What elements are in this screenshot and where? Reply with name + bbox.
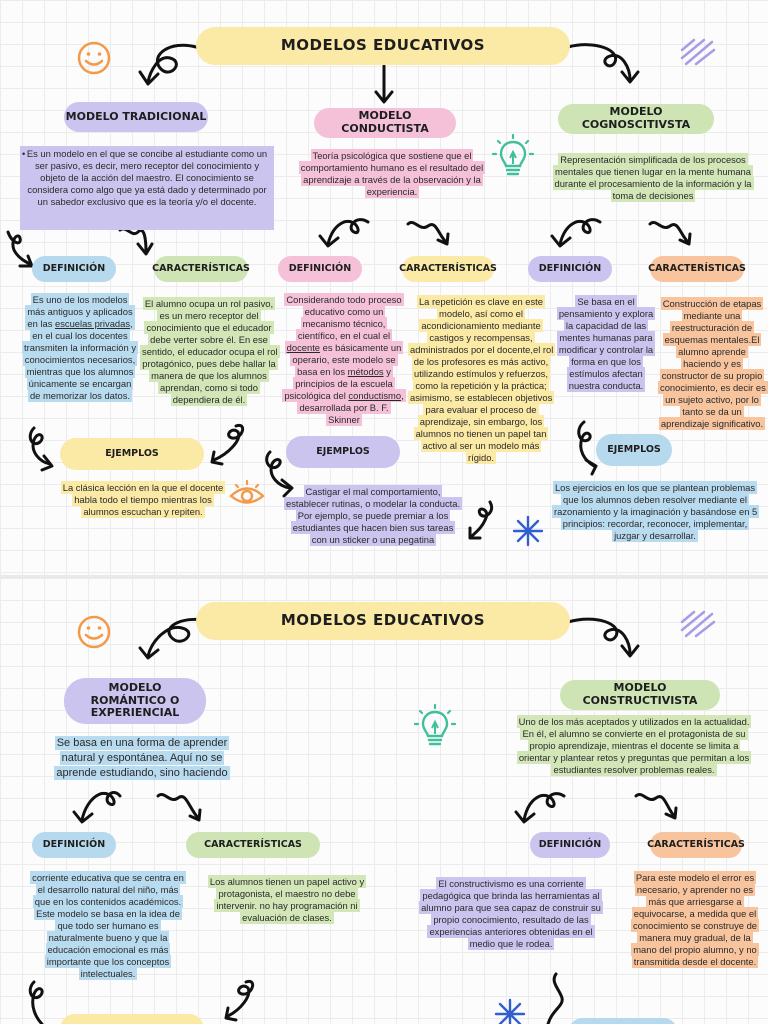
- cognoscitivista-ejemplos: Los ejercicios en los que se plantean pr…: [552, 481, 760, 543]
- conductista-ejemplos: Castigar el mal comportamiento, establec…: [284, 485, 463, 547]
- text-part: Considerando todo proceso educativo como…: [286, 294, 402, 342]
- conductista-summary: Teoría psicológica que sostiene que el c…: [286, 149, 498, 199]
- asterisk-icon: [494, 998, 526, 1024]
- scribble-icon: [680, 610, 716, 638]
- heading-modelo-cognoscitivista: MODELO COGNOSCITIVSTA: [558, 104, 714, 134]
- smiley-icon: [77, 615, 111, 649]
- lightbulb-icon: [413, 703, 457, 746]
- romantico-definicion: corriente educativa que se centra en el …: [28, 871, 188, 981]
- mindmap-page-1: MODELOS EDUCATIVOS MODELO TRADICIONAL MO…: [0, 0, 768, 575]
- cognoscitivista-caracteristicas: Construcción de etapas mediante una rees…: [658, 297, 768, 431]
- cognoscitivista-summary: Representación simplificada de los proce…: [548, 153, 758, 203]
- romantico-summary-text: Se basa en una forma de aprender natural…: [54, 736, 230, 780]
- label-ejemplos-conductista: EJEMPLOS: [286, 436, 400, 468]
- heading-modelo-conductista: MODELO CONDUCTISTA: [314, 108, 456, 138]
- heading-modelo-tradicional: MODELO TRADICIONAL: [64, 102, 208, 132]
- heading-modelo-romantico: MODELO ROMÁNTICO O EXPERIENCIAL: [64, 678, 206, 724]
- conductista-summary-text: Teoría psicológica que sostiene que el c…: [298, 149, 486, 199]
- link-docente[interactable]: docente: [286, 342, 321, 354]
- partial-label-pill: [60, 1014, 204, 1024]
- constructivista-caracteristicas-text: Para este modelo el error es necesario, …: [630, 871, 760, 969]
- constructivista-definicion: El constructivismo es una corriente peda…: [418, 877, 604, 951]
- label-definicion-constructivista: DEFINICIÓN: [530, 832, 610, 858]
- romantico-caracteristicas: Los alumnos tienen un papel activo y pro…: [204, 875, 370, 925]
- text-part: , en el cual los docentes transmiten la …: [24, 318, 137, 402]
- text-part: y principios de la escuela psicológica d…: [284, 366, 393, 402]
- cognoscitivista-summary-text: Representación simplificada de los proce…: [552, 153, 754, 203]
- link-metodos[interactable]: métodos: [347, 366, 384, 378]
- cognoscitivista-definicion: Se basa en el pensamiento y explora la c…: [556, 295, 656, 393]
- cognoscitivista-caracteristicas-text: Construcción de etapas mediante una rees…: [658, 297, 768, 431]
- lightbulb-icon: [491, 133, 535, 176]
- label-caracteristicas-tradicional: CARACTERÍSTICAS: [152, 256, 250, 282]
- label-caracteristicas-constructivista: CARACTERÍSTICAS: [647, 832, 745, 858]
- smiley-icon: [77, 41, 111, 75]
- asterisk-icon: [512, 515, 544, 547]
- link-conductismo[interactable]: conductismo: [348, 390, 402, 402]
- label-caracteristicas-cognoscitivista: CARACTERÍSTICAS: [648, 256, 746, 282]
- cognoscitivista-ejemplos-text: Los ejercicios en los que se plantean pr…: [552, 481, 760, 543]
- constructivista-summary-text: Uno de los más aceptados y utilizados en…: [516, 715, 752, 777]
- constructivista-summary: Uno de los más aceptados y utilizados en…: [512, 715, 756, 777]
- conductista-caracteristicas-text: La repetición es clave en este modelo, a…: [408, 295, 556, 465]
- romantico-summary: Se basa en una forma de aprender natural…: [44, 736, 240, 781]
- romantico-definicion-text: corriente educativa que se centra en el …: [30, 871, 186, 981]
- label-definicion-cognoscitivista: DEFINICIÓN: [528, 256, 612, 282]
- cognoscitivista-definicion-text: Se basa en el pensamiento y explora la c…: [556, 295, 656, 393]
- text-part: es básicamente un operario, este modelo …: [292, 342, 402, 378]
- label-ejemplos-tradicional: EJEMPLOS: [60, 438, 204, 470]
- label-ejemplos-cognoscitivista: EJEMPLOS: [596, 434, 672, 466]
- romantico-caracteristicas-text: Los alumnos tienen un papel activo y pro…: [207, 875, 367, 925]
- constructivista-caracteristicas: Para este modelo el error es necesario, …: [628, 871, 762, 969]
- constructivista-definicion-text: El constructivismo es una corriente peda…: [419, 877, 603, 951]
- page-title: MODELOS EDUCATIVOS: [196, 27, 570, 65]
- tradicional-summary: • Es un modelo en el que se concibe al e…: [20, 146, 274, 230]
- bullet-marker: •: [22, 148, 26, 159]
- tradicional-caracteristicas-text: El alumno ocupa un rol pasivo, es un mer…: [140, 297, 280, 407]
- label-caracteristicas-conductista: CARACTERÍSTICAS: [399, 256, 497, 282]
- text-part: , desarrollada por B. F. Skinner: [299, 390, 404, 426]
- label-definicion-tradicional: DEFINICIÓN: [32, 256, 116, 282]
- label-caracteristicas-romantico: CARACTERÍSTICAS: [186, 832, 320, 858]
- label-definicion-romantico: DEFINICIÓN: [32, 832, 116, 858]
- tradicional-ejemplos-text: La clásica lección en la que el docente …: [60, 481, 226, 519]
- conductista-definicion: Considerando todo proceso educativo como…: [282, 293, 406, 427]
- tradicional-definicion: Es uno de los modelos más antiguos y apl…: [22, 293, 139, 403]
- tradicional-summary-text: Es un modelo en el que se concibe al est…: [26, 148, 268, 208]
- page-title: MODELOS EDUCATIVOS: [196, 602, 570, 640]
- link-escuelas-privadas[interactable]: escuelas privadas: [54, 318, 131, 330]
- curved-arrow-icon: [28, 617, 678, 1024]
- mindmap-page-2: MODELOS EDUCATIVOS MODELO ROMÁNTICO O EX…: [0, 578, 768, 1024]
- tradicional-ejemplos: La clásica lección en la que el docente …: [60, 481, 226, 519]
- text-part: Es uno de los modelos más antiguos y apl…: [27, 294, 133, 330]
- eye-icon: [229, 479, 265, 504]
- conductista-caracteristicas: La repetición es clave en este modelo, a…: [408, 295, 556, 465]
- scribble-icon: [680, 38, 716, 66]
- partial-label-pill: [568, 1018, 678, 1024]
- heading-modelo-constructivista: MODELO CONSTRUCTIVISTA: [560, 680, 720, 710]
- label-definicion-conductista: DEFINICIÓN: [278, 256, 362, 282]
- page-separator: [0, 575, 768, 578]
- tradicional-caracteristicas: El alumno ocupa un rol pasivo, es un mer…: [140, 297, 280, 407]
- conductista-ejemplos-text: Castigar el mal comportamiento, establec…: [284, 485, 463, 547]
